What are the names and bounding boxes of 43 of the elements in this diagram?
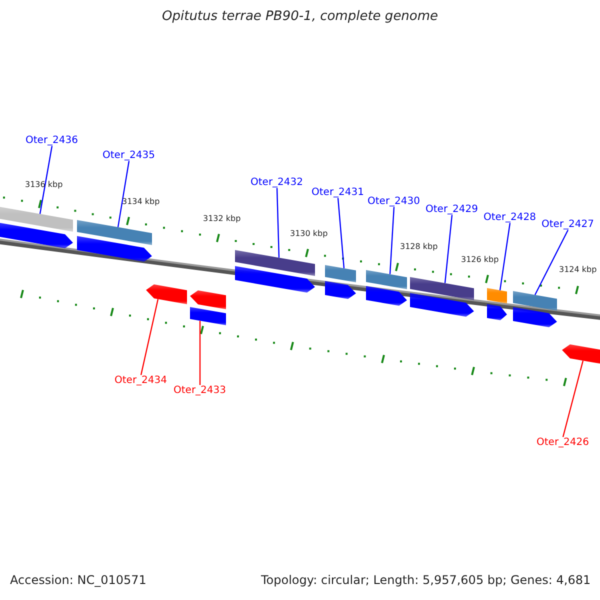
gene-feature xyxy=(487,288,507,320)
scale-label: 3132 kbp xyxy=(203,215,241,224)
leader-line xyxy=(140,298,159,376)
gene-label: Oter_2429 xyxy=(426,204,478,215)
gene-label: Oter_2433 xyxy=(174,385,226,396)
gene-label: Oter_2432 xyxy=(250,177,304,188)
gene-label: Oter_2427 xyxy=(542,219,594,230)
accession-text: Accession: NC_010571 xyxy=(10,574,146,588)
gene-label: Oter_2428 xyxy=(484,212,536,223)
leader-line xyxy=(337,198,345,268)
leader-line xyxy=(444,214,453,284)
chart-title: Opitutus terrae PB90-1, complete genome xyxy=(162,10,438,24)
gene-label: Oter_2431 xyxy=(312,187,364,198)
gene-feature xyxy=(0,206,73,248)
scale-label: 3136 kbp xyxy=(25,181,63,190)
gene-feature xyxy=(235,250,315,293)
leader-line xyxy=(562,360,584,438)
genome-summary-text: Topology: circular; Length: 5,957,605 bp; Genes: 4,681 xyxy=(261,574,591,588)
gene-label: Oter_2436 xyxy=(26,135,78,146)
leader-line xyxy=(534,230,569,296)
gene-feature xyxy=(562,344,600,366)
scale-label: 3126 kbp xyxy=(461,256,499,265)
gene-feature xyxy=(146,284,187,304)
scale-label: 3130 kbp xyxy=(290,230,328,239)
leader-line xyxy=(389,206,395,274)
gene-label: Oter_2430 xyxy=(368,196,420,207)
gene-feature xyxy=(513,291,557,328)
gene-label: Oter_2426 xyxy=(536,437,590,448)
gene-feature xyxy=(325,265,356,299)
scale-label: 3134 kbp xyxy=(122,198,160,207)
gene-feature xyxy=(77,220,152,262)
gene-feature xyxy=(190,290,226,326)
leader-line xyxy=(499,222,511,290)
leader-line xyxy=(199,320,201,385)
scale-label: 3124 kbp xyxy=(559,266,597,275)
leader-line xyxy=(117,160,130,228)
leader-line xyxy=(39,146,53,214)
gene-label: Oter_2435 xyxy=(102,150,156,161)
gene-feature xyxy=(410,277,474,317)
gene-label: Oter_2434 xyxy=(114,375,168,386)
scale-label: 3128 kbp xyxy=(400,243,438,252)
gene-feature xyxy=(366,270,407,306)
leader-line xyxy=(276,188,280,258)
